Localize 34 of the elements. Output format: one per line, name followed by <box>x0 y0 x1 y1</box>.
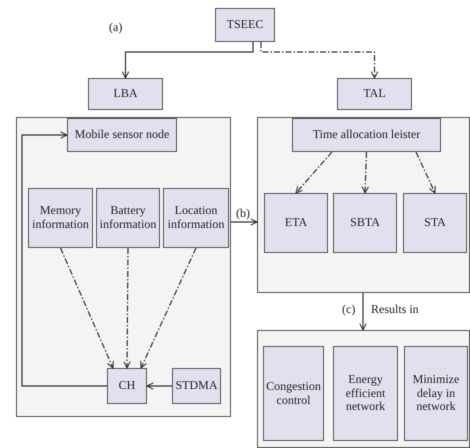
panel-box <box>257 117 470 293</box>
edge-label: (a) <box>108 20 124 35</box>
process-box: STA <box>403 193 467 253</box>
process-box: Congestion control <box>263 346 324 441</box>
process-box: Minimize delay in network <box>404 346 468 441</box>
process-box: STDMA <box>172 368 221 404</box>
process-box: Memory information <box>28 188 93 248</box>
process-box: CH <box>107 368 147 404</box>
arrow <box>295 152 332 194</box>
process-box: ETA <box>264 193 328 253</box>
panel-box <box>16 117 231 417</box>
arrow <box>123 248 131 369</box>
panel-box <box>257 330 470 448</box>
process-box: LBA <box>88 78 163 110</box>
process-box: Time allocation leister <box>292 118 441 152</box>
arrow <box>359 293 367 331</box>
arrow <box>260 42 378 79</box>
arrow <box>140 248 197 369</box>
process-box: Battery information <box>96 188 160 248</box>
arrow <box>231 218 258 226</box>
edge-label: (c) <box>341 302 356 317</box>
arrow <box>362 152 369 194</box>
process-box: Location information <box>163 188 229 248</box>
arrow <box>146 382 172 390</box>
edge-label: (b) <box>235 206 251 221</box>
arrow <box>415 152 436 194</box>
arrow <box>122 42 254 79</box>
process-box: TSEEC <box>215 8 275 42</box>
process-box: SBTA <box>333 193 397 253</box>
arrow <box>60 248 114 369</box>
arrow <box>21 131 107 387</box>
process-box: TAL <box>337 78 412 110</box>
process-box: Mobile sensor node <box>67 118 177 152</box>
process-box: Energy efficient network <box>333 346 398 441</box>
